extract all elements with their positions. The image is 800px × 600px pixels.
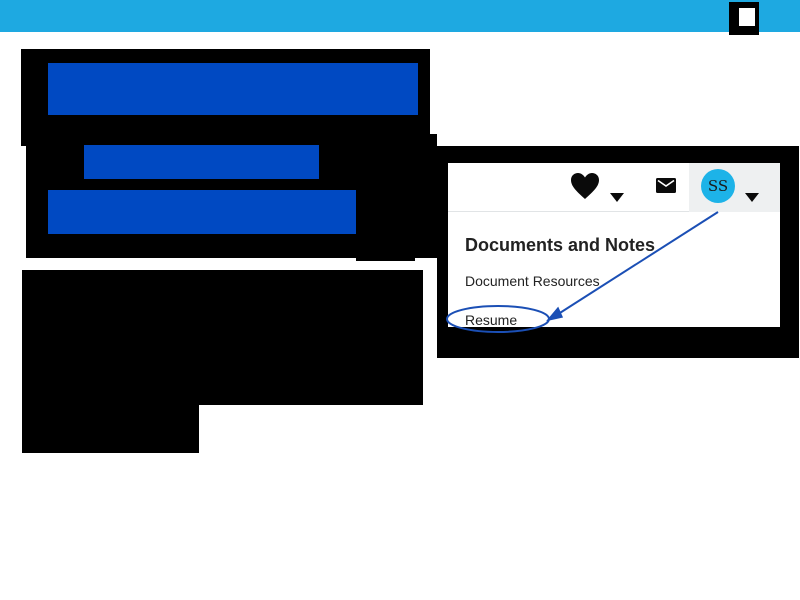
mail-icon[interactable]: [656, 178, 676, 193]
screenshot-inset: SS Documents and Notes Document Resource…: [448, 163, 780, 327]
redacted-block: [22, 400, 199, 453]
redacted-block: [356, 211, 415, 261]
redacted-subheading-bar: [84, 145, 319, 179]
resume-link[interactable]: Resume: [465, 312, 518, 327]
redacted-heading-bar: [48, 63, 418, 115]
top-bar: [0, 0, 800, 32]
heart-icon[interactable]: [570, 172, 600, 200]
redacted-icon-inner: [739, 8, 755, 26]
redacted-text-bar: [48, 190, 356, 234]
caret-down-icon[interactable]: [745, 193, 759, 202]
document-resources-link[interactable]: Document Resources: [465, 273, 600, 289]
avatar[interactable]: SS: [701, 169, 735, 203]
redacted-block: [22, 270, 423, 405]
caret-down-icon[interactable]: [610, 193, 624, 202]
menu-section-title: Documents and Notes: [465, 235, 656, 255]
